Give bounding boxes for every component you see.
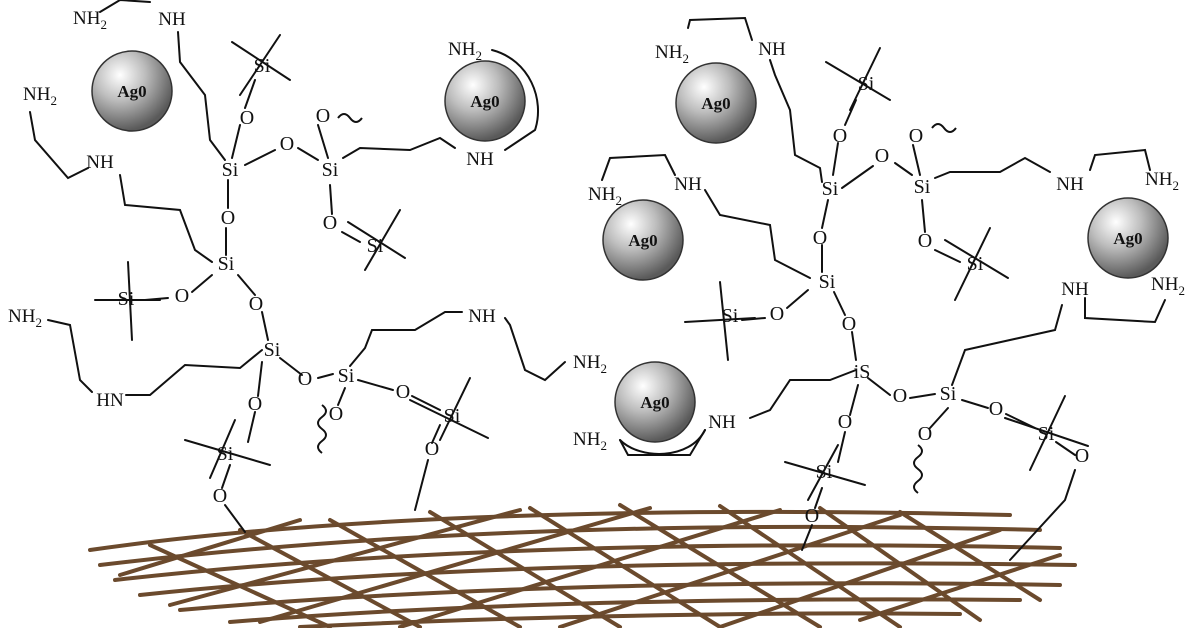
silicon-atom-label: Si xyxy=(218,253,235,275)
amine-nh2-label: NH2 xyxy=(573,352,607,376)
silicon-atom-label: Si xyxy=(722,305,739,327)
oxygen-atom-label: O xyxy=(989,398,1003,420)
amine-nh2-label: NH2 xyxy=(448,39,482,63)
amine-nh2-label: NH2 xyxy=(73,8,107,32)
oxygen-atom-label: O xyxy=(323,212,337,234)
amine-nh-label: NH xyxy=(158,9,186,30)
silicon-atom-label: iS xyxy=(854,361,871,383)
silicon-atom-label: Si xyxy=(222,159,239,181)
silver-nanoparticle-label: Ag0 xyxy=(628,231,657,250)
oxygen-atom-label: O xyxy=(280,133,294,155)
oxygen-atom-label: O xyxy=(918,230,932,252)
amine-nh2-label: NH2 xyxy=(588,184,622,208)
left-network-bonds xyxy=(29,0,566,533)
amine-nh2-label: NH2 xyxy=(1145,169,1179,193)
silicon-atom-label: Si xyxy=(914,176,931,198)
silver-nanoparticle-label: Ag0 xyxy=(470,92,499,111)
oxygen-atom-label: O xyxy=(248,393,262,415)
oxygen-atom-label: O xyxy=(909,125,923,147)
oxygen-atom-label: O xyxy=(396,381,410,403)
oxygen-atom-label: O xyxy=(213,485,227,507)
amine-nh-label: NH xyxy=(1061,279,1089,300)
silver-nanoparticle-label: Ag0 xyxy=(701,94,730,113)
oxygen-atom-label: O xyxy=(813,227,827,249)
silicon-atom-label: Si xyxy=(967,253,984,275)
amine-nh-label: NH xyxy=(758,39,786,60)
amine-nh2-label: NH2 xyxy=(655,42,689,66)
chelation-loop-top-left xyxy=(491,49,539,151)
oxygen-atom-label: O xyxy=(838,411,852,433)
silver-nanoparticle-label: Ag0 xyxy=(117,82,146,101)
silicon-atom-label: Si xyxy=(118,288,135,310)
amine-nh2-label: NH2 xyxy=(8,306,42,330)
silicon-atom-label: Si xyxy=(217,443,234,465)
amine-hn-label: HN xyxy=(96,390,124,411)
silicon-atom-label: Si xyxy=(264,339,281,361)
right-network-bonds xyxy=(601,16,1166,561)
oxygen-atom-label: O xyxy=(893,385,907,407)
oxygen-atom-label: O xyxy=(425,438,439,460)
amine-nh2-label: NH2 xyxy=(23,84,57,108)
silicon-atom-label: Si xyxy=(940,383,957,405)
oxygen-atom-label: O xyxy=(249,293,263,315)
oxygen-atom-label: O xyxy=(316,105,330,127)
amine-nh-label: NH xyxy=(708,412,736,433)
amine-nh2-label: NH2 xyxy=(1151,274,1185,298)
oxygen-atom-label: O xyxy=(875,145,889,167)
oxygen-atom-label: O xyxy=(221,207,235,229)
silicon-atom-label: Si xyxy=(444,405,461,427)
oxygen-atom-label: O xyxy=(1075,445,1089,467)
silicon-atom-label: Si xyxy=(858,73,875,95)
amine-nh-label: NH xyxy=(1056,174,1084,195)
amine-nh-label: NH xyxy=(674,174,702,195)
amine-nh2-label: NH2 xyxy=(573,429,607,453)
silver-nanoparticle-label: Ag0 xyxy=(1113,229,1142,248)
oxygen-atom-label: O xyxy=(175,285,189,307)
silicon-atom-label: Si xyxy=(822,178,839,200)
amine-nh-label: NH xyxy=(466,149,494,170)
oxygen-atom-label: O xyxy=(842,313,856,335)
oxygen-atom-label: O xyxy=(240,107,254,129)
silver-nanoparticle-icon xyxy=(91,50,1169,443)
oxygen-atom-label: O xyxy=(770,303,784,325)
oxygen-atom-label: O xyxy=(805,505,819,527)
oxygen-atom-label: O xyxy=(918,423,932,445)
oxygen-atom-label: O xyxy=(833,125,847,147)
amine-nh-label: NH xyxy=(468,306,496,327)
silicon-atom-label: Si xyxy=(367,235,384,257)
silicon-atom-label: Si xyxy=(1038,423,1055,445)
silicon-atom-label: Si xyxy=(322,159,339,181)
silicon-atom-label: Si xyxy=(819,271,836,293)
oxygen-atom-label: O xyxy=(329,403,343,425)
oxygen-atom-label: O xyxy=(298,368,312,390)
silicon-atom-label: Si xyxy=(338,365,355,387)
amine-nh-label: NH xyxy=(86,152,114,173)
chelation-loop-bottom-right xyxy=(619,429,706,455)
fabric-mesh-icon xyxy=(88,503,1077,628)
silicon-atom-label: Si xyxy=(254,55,271,77)
silver-nanoparticle-label: Ag0 xyxy=(640,393,669,412)
wavy-bond-icon xyxy=(317,113,957,494)
silicon-atom-label: Si xyxy=(816,461,833,483)
